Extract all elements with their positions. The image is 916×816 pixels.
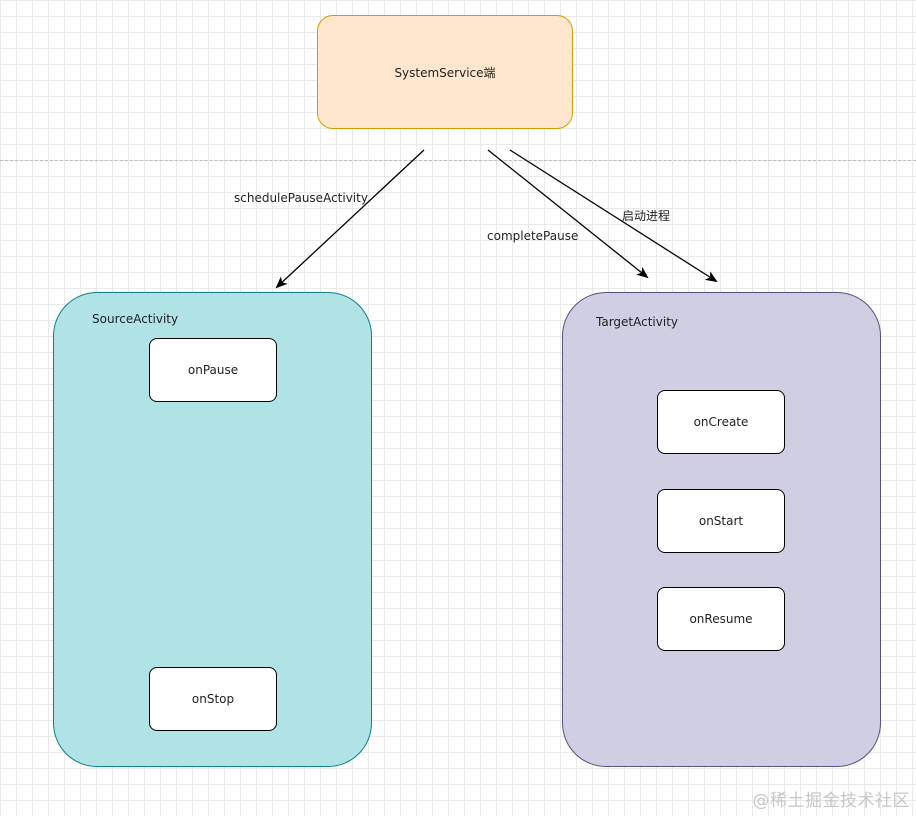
watermark-text: @稀土掘金技术社区 (752, 791, 910, 811)
on-resume-node[interactable]: onResume (657, 587, 785, 651)
complete-pause-label: completePause (487, 229, 579, 243)
system-service-node[interactable]: SystemService端 (317, 15, 573, 129)
on-stop-label: onStop (191, 692, 235, 706)
on-create-node[interactable]: onCreate (657, 390, 785, 454)
on-stop-node[interactable]: onStop (149, 667, 277, 731)
schedule-pause-label: schedulePauseActivity (234, 191, 368, 205)
on-start-label: onStart (698, 514, 744, 528)
on-start-node[interactable]: onStart (657, 489, 785, 553)
start-process-label: 启动进程 (622, 209, 671, 223)
system-service-label: SystemService端 (394, 65, 496, 80)
on-create-label: onCreate (693, 415, 749, 429)
start-process-arrow[interactable] (509, 149, 718, 283)
dashed-divider (0, 160, 916, 161)
complete-pause-arrow[interactable] (487, 149, 649, 279)
on-pause-label: onPause (187, 363, 239, 377)
on-pause-node[interactable]: onPause (149, 338, 277, 402)
source-activity-label: SourceActivity (92, 312, 179, 326)
target-activity-label: TargetActivity (596, 315, 679, 329)
on-resume-label: onResume (689, 612, 753, 626)
schedule-pause-arrow[interactable] (275, 149, 425, 289)
